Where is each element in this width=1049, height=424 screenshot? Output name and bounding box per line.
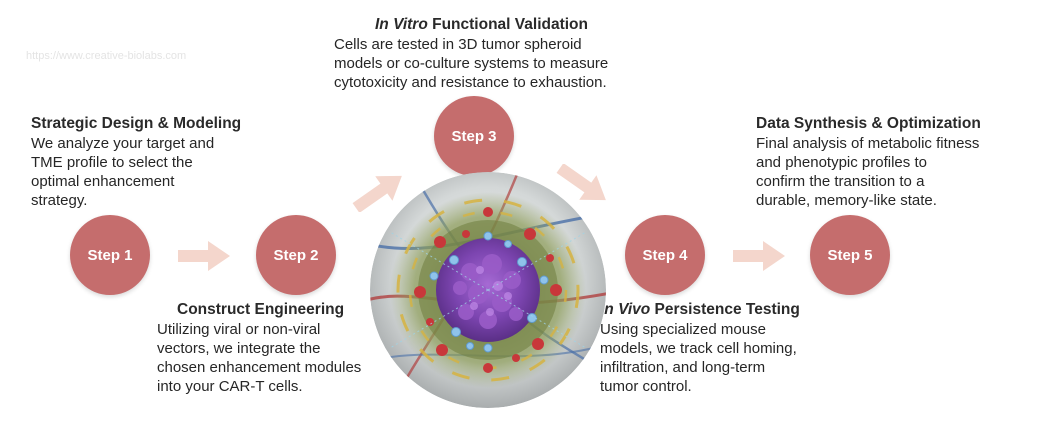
validation-title: In Vitro Functional Validation: [375, 15, 664, 34]
step-5-label: Step 5: [827, 246, 873, 264]
synthesis-title: Data Synthesis & Optimization: [756, 115, 981, 132]
validation-title-italic: In Vitro: [375, 16, 428, 33]
engineering-block: Construct Engineering Utilizing viral or…: [157, 300, 372, 396]
persistence-title-rest: Persistence Testing: [650, 301, 800, 318]
step-3-label: Step 3: [451, 127, 497, 145]
persistence-block: In Vivo Persistence Testing Using specia…: [600, 300, 840, 396]
arrow-step4-to-step5: [733, 241, 785, 271]
persistence-title: In Vivo Persistence Testing: [600, 300, 840, 319]
validation-title-rest: Functional Validation: [427, 16, 588, 33]
step-1-label: Step 1: [87, 246, 133, 264]
step-2-circle: Step 2: [256, 215, 336, 295]
validation-block: In Vitro Functional Validation Cells are…: [334, 15, 664, 92]
design-title: Strategic Design & Modeling: [31, 115, 242, 132]
synthesis-description: Final analysis of metabolic fitness and …: [756, 135, 980, 209]
step-4-circle: Step 4: [625, 215, 705, 295]
arrow-step1-to-step2: [178, 241, 230, 271]
arrow-step2-to-step3: [352, 175, 402, 212]
step-5-circle: Step 5: [810, 215, 890, 295]
tumor-spheroid-illustration-icon: [370, 172, 606, 408]
step-2-label: Step 2: [273, 246, 319, 264]
step-4-label: Step 4: [642, 246, 688, 264]
watermark: https://www.creative-biolabs.com: [26, 50, 187, 62]
step-3-circle: Step 3: [434, 96, 514, 176]
engineering-description: Utilizing viral or non-viral vectors, we…: [157, 321, 362, 395]
persistence-title-italic: In Vivo: [600, 301, 651, 318]
arrow-step3-to-step4: [556, 164, 606, 201]
step-1-circle: Step 1: [70, 215, 150, 295]
persistence-description: Using specialized mouse models, we track…: [600, 321, 797, 395]
synthesis-block: Data Synthesis & Optimization Final anal…: [756, 114, 1041, 210]
engineering-title: Construct Engineering: [177, 301, 345, 318]
design-block: Strategic Design & Modeling We analyze y…: [31, 114, 291, 210]
validation-description: Cells are tested in 3D tumor spheroid mo…: [334, 36, 609, 91]
design-description: We analyze your target and TME profile t…: [31, 135, 215, 209]
